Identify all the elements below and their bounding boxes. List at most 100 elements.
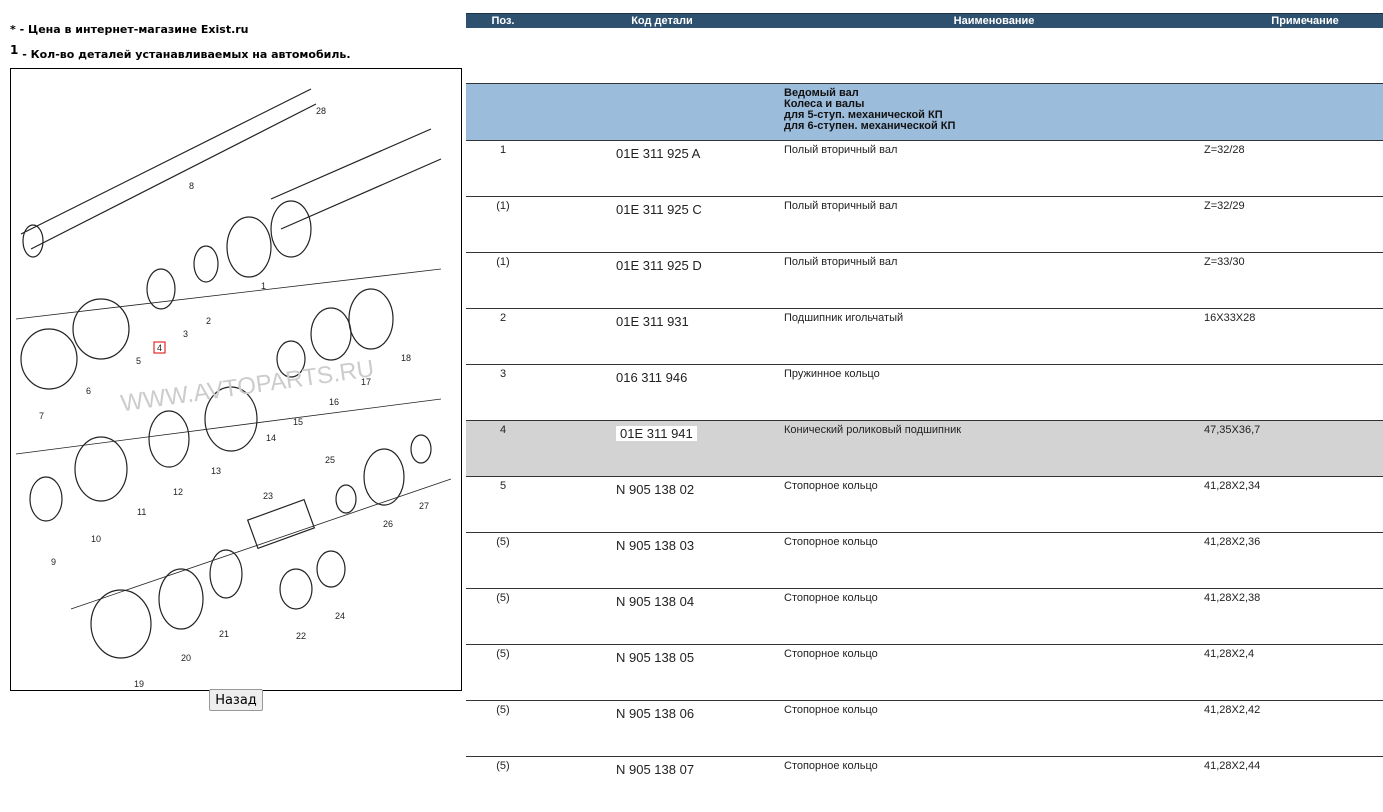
callout-11[interactable]: 11 <box>137 507 146 517</box>
callout-25[interactable]: 25 <box>325 455 335 465</box>
parts-table: Поз. Код детали Наименование Примечание … <box>466 13 1383 812</box>
row-pos: (5) <box>466 757 540 812</box>
callout-10[interactable]: 10 <box>91 534 101 544</box>
row-note: Z=32/28 <box>1204 141 1383 197</box>
row-note <box>1204 365 1383 421</box>
row-code[interactable]: 01E 311 925 A <box>540 141 784 197</box>
part-code-link[interactable]: 01E 311 931 <box>616 314 689 329</box>
row-code[interactable]: 016 311 946 <box>540 365 784 421</box>
callout-22[interactable]: 22 <box>296 631 306 641</box>
table-row[interactable]: (5) N 905 138 06 Стопорное кольцо 41,28X… <box>466 701 1383 757</box>
callout-27[interactable]: 27 <box>419 501 429 511</box>
callout-20[interactable]: 20 <box>181 653 191 663</box>
row-pos: (1) <box>466 197 540 253</box>
table-row[interactable]: 2 01E 311 931 Подшипник игольчатый 16X33… <box>466 309 1383 365</box>
callout-14[interactable]: 14 <box>266 433 276 443</box>
row-note: 41,28X2,36 <box>1204 533 1383 589</box>
callout-6[interactable]: 6 <box>86 386 91 396</box>
row-note: Z=32/29 <box>1204 197 1383 253</box>
callout-19[interactable]: 19 <box>134 679 144 689</box>
part-code-link[interactable]: 016 311 946 <box>616 370 687 385</box>
part-code-link[interactable]: 01E 311 925 C <box>616 202 702 217</box>
table-header: Поз. Код детали Наименование Примечание <box>466 14 1383 29</box>
row-note: 16X33X28 <box>1204 309 1383 365</box>
table-row[interactable]: (5) N 905 138 05 Стопорное кольцо 41,28X… <box>466 645 1383 701</box>
callout-28[interactable]: 28 <box>316 106 326 116</box>
table-row[interactable]: 1 01E 311 925 A Полый вторичный вал Z=32… <box>466 141 1383 197</box>
row-pos: (5) <box>466 701 540 757</box>
row-code[interactable]: 01E 311 941 <box>540 421 784 477</box>
row-code[interactable]: N 905 138 04 <box>540 589 784 645</box>
row-code[interactable]: N 905 138 06 <box>540 701 784 757</box>
row-code[interactable]: N 905 138 05 <box>540 645 784 701</box>
row-code[interactable]: 01E 311 931 <box>540 309 784 365</box>
callout-18[interactable]: 18 <box>401 353 411 363</box>
row-note: 41,28X2,42 <box>1204 701 1383 757</box>
row-name: Подшипник игольчатый <box>784 309 1204 365</box>
part-code-link[interactable]: 01E 311 925 A <box>616 146 700 161</box>
part-code-link[interactable]: N 905 138 06 <box>616 706 694 721</box>
callout-3[interactable]: 3 <box>183 329 188 339</box>
row-code[interactable]: 01E 311 925 D <box>540 253 784 309</box>
header-code: Код детали <box>540 14 784 29</box>
row-note: 41,28X2,4 <box>1204 645 1383 701</box>
row-name: Конический роликовый подшипник <box>784 421 1204 477</box>
callout-17[interactable]: 17 <box>361 377 371 387</box>
header-note: Примечание <box>1204 14 1383 29</box>
callout-15[interactable]: 15 <box>293 417 303 427</box>
callout-13[interactable]: 13 <box>211 466 221 476</box>
row-name: Полый вторичный вал <box>784 253 1204 309</box>
callout-23[interactable]: 23 <box>263 491 273 501</box>
part-code-link[interactable]: 01E 311 925 D <box>616 258 702 273</box>
part-code-link[interactable]: N 905 138 04 <box>616 594 694 609</box>
row-note: Z=33/30 <box>1204 253 1383 309</box>
callout-2[interactable]: 2 <box>206 316 211 326</box>
part-code-link[interactable]: N 905 138 02 <box>616 482 694 497</box>
row-code[interactable]: N 905 138 03 <box>540 533 784 589</box>
back-button[interactable]: Назад <box>209 689 263 711</box>
row-note: 41,28X2,34 <box>1204 477 1383 533</box>
row-code[interactable]: N 905 138 02 <box>540 477 784 533</box>
row-pos: 4 <box>466 421 540 477</box>
table-row[interactable]: (1) 01E 311 925 D Полый вторичный вал Z=… <box>466 253 1383 309</box>
callout-9[interactable]: 9 <box>51 557 56 567</box>
row-name: Полый вторичный вал <box>784 197 1204 253</box>
row-pos: (5) <box>466 533 540 589</box>
row-pos: 1 <box>466 141 540 197</box>
table-row[interactable]: (5) N 905 138 03 Стопорное кольцо 41,28X… <box>466 533 1383 589</box>
part-code-link[interactable]: 01E 311 941 <box>616 426 697 441</box>
part-code-link[interactable]: N 905 138 03 <box>616 538 694 553</box>
table-row[interactable]: 4 01E 311 941 Конический роликовый подши… <box>466 421 1383 477</box>
callout-7[interactable]: 7 <box>39 411 44 421</box>
table-row[interactable]: (5) N 905 138 07 Стопорное кольцо 41,28X… <box>466 757 1383 812</box>
header-name: Наименование <box>784 14 1204 29</box>
table-row[interactable]: (1) 01E 311 925 C Полый вторичный вал Z=… <box>466 197 1383 253</box>
header-pos: Поз. <box>466 14 540 29</box>
callout-16[interactable]: 16 <box>329 397 339 407</box>
table-row[interactable]: 5 N 905 138 02 Стопорное кольцо 41,28X2,… <box>466 477 1383 533</box>
row-name: Стопорное кольцо <box>784 477 1204 533</box>
row-note: 47,35X36,7 <box>1204 421 1383 477</box>
callout-21[interactable]: 21 <box>219 629 229 639</box>
row-name: Полый вторичный вал <box>784 141 1204 197</box>
blank-row <box>466 28 1383 84</box>
callout-5[interactable]: 5 <box>136 356 141 366</box>
row-name: Стопорное кольцо <box>784 757 1204 812</box>
row-name: Пружинное кольцо <box>784 365 1204 421</box>
part-code-link[interactable]: N 905 138 05 <box>616 650 694 665</box>
table-row[interactable]: 3 016 311 946 Пружинное кольцо <box>466 365 1383 421</box>
callout-24[interactable]: 24 <box>335 611 345 621</box>
part-code-link[interactable]: N 905 138 07 <box>616 762 694 777</box>
callout-4[interactable]: 4 <box>157 343 162 353</box>
row-pos: 3 <box>466 365 540 421</box>
callout-12[interactable]: 12 <box>173 487 183 497</box>
row-code[interactable]: 01E 311 925 C <box>540 197 784 253</box>
row-name: Стопорное кольцо <box>784 533 1204 589</box>
callout-1[interactable]: 1 <box>261 281 266 291</box>
callout-26[interactable]: 26 <box>383 519 393 529</box>
table-row[interactable]: (5) N 905 138 04 Стопорное кольцо 41,28X… <box>466 589 1383 645</box>
row-code[interactable]: N 905 138 07 <box>540 757 784 812</box>
callout-8[interactable]: 8 <box>189 181 194 191</box>
